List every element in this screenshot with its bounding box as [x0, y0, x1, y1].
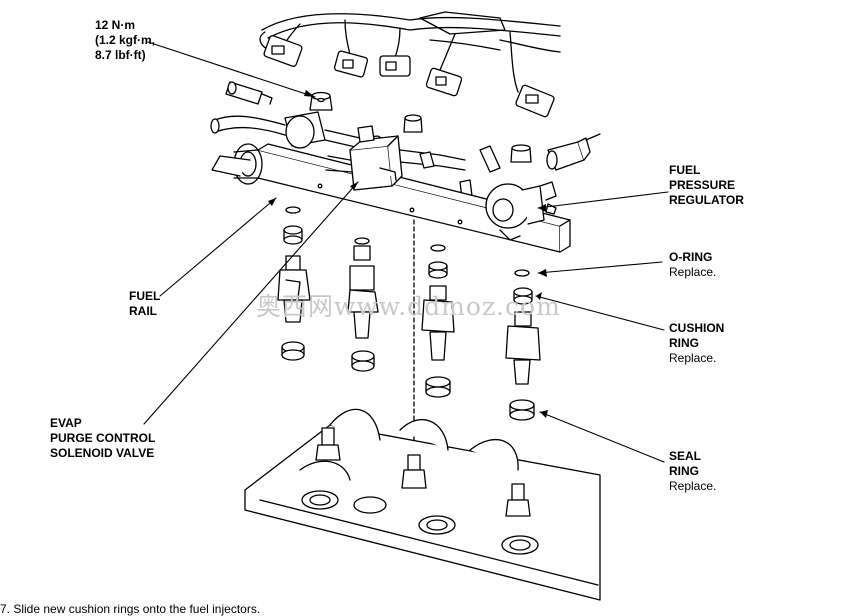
fuel-pressure-regulator [485, 181, 557, 241]
fuel-rail-label-line1: FUEL [129, 289, 161, 303]
seal-ring-label: SEAL RING Replace. [669, 449, 716, 494]
seal-ring-name-line2: RING [669, 464, 699, 478]
fpr-label-line2: PRESSURE [669, 178, 736, 192]
fuel-pressure-regulator-label: FUEL PRESSURE REGULATOR [669, 163, 744, 208]
cushion-ring-label: CUSHION RING Replace. [669, 321, 724, 366]
evap-valve-label-line2: PURGE CONTROL [50, 431, 156, 445]
o-ring-note: Replace. [669, 265, 717, 279]
fpr-label-line3: REGULATOR [669, 193, 744, 207]
cushion-ring-name-line1: CUSHION [669, 321, 725, 335]
procedure-step-text: 7. Slide new cushion rings onto the fuel… [0, 602, 261, 616]
fuel-rail-label: FUEL RAIL [129, 289, 160, 319]
o-ring-label: O-RING Replace. [669, 250, 716, 280]
cushion-ring-name-line2: RING [669, 336, 699, 350]
leader-arrowheads [268, 90, 548, 418]
seal-ring-note: Replace. [669, 479, 717, 493]
injector-1 [277, 206, 311, 361]
harness-connectors [263, 35, 555, 118]
evap-valve-label: EVAP PURGE CONTROL SOLENOID VALVE [50, 416, 155, 461]
evap-valve-label-line3: SOLENOID VALVE [50, 446, 155, 460]
torque-kgfm: (1.2 kgf·m, [95, 33, 156, 47]
o-ring-name: O-RING [669, 250, 713, 264]
fuel-injectors [277, 206, 541, 421]
seal-ring-name-line1: SEAL [669, 449, 702, 463]
injector-bases [315, 427, 531, 517]
leader-lines [143, 41, 669, 463]
intake-manifold [244, 408, 601, 601]
evap-valve-label-line1: EVAP [50, 416, 82, 430]
evap-solenoid-valve [325, 125, 403, 191]
torque-lbfft: 8.7 lbf·ft) [95, 48, 146, 62]
watermark-text: 奥西网www.ddmoz.com [256, 292, 561, 321]
torque-label: 12 N·m (1.2 kgf·m, 8.7 lbf·ft) [95, 18, 155, 63]
injector-4 [505, 269, 541, 421]
rail-hose-assembly [210, 111, 473, 199]
torque-value: 12 N·m [95, 18, 136, 32]
fuel-rail-label-line2: RAIL [129, 304, 157, 318]
fpr-label-line1: FUEL [669, 163, 701, 177]
injector-3 [421, 244, 455, 398]
cushion-ring-note: Replace. [669, 351, 717, 365]
wiring-harness [259, 11, 561, 93]
injector-2 [347, 237, 379, 372]
